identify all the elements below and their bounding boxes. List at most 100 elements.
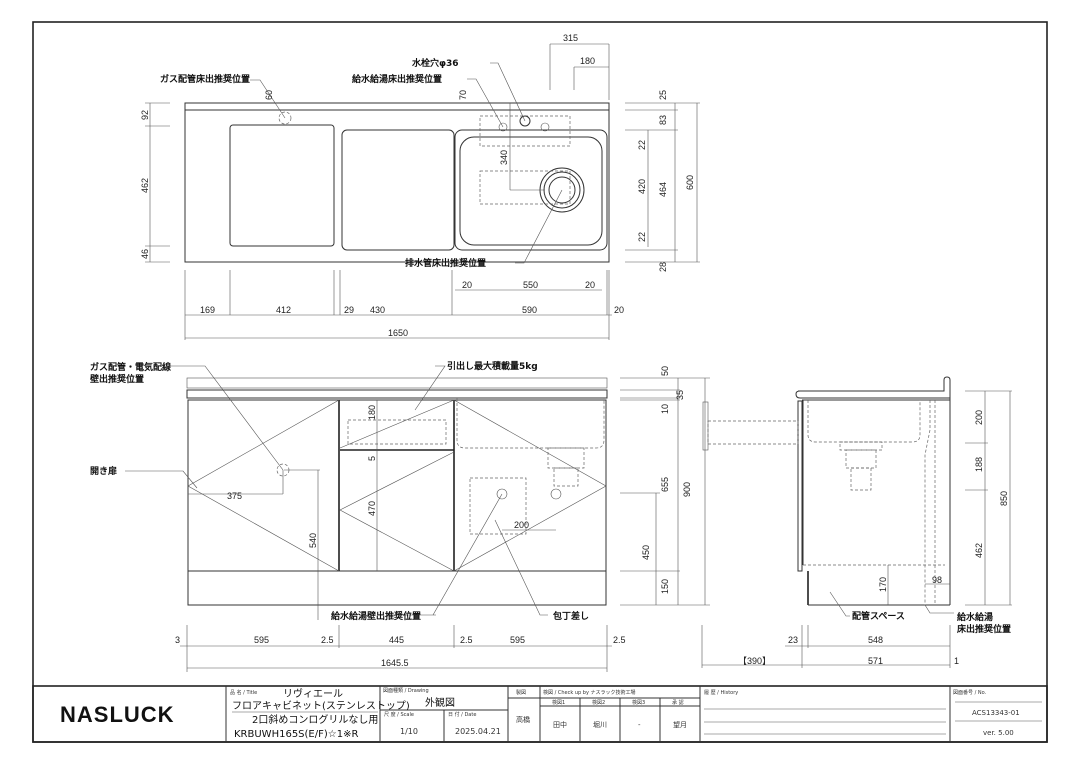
pipe-space-label: 配管スペース xyxy=(852,610,905,622)
dim-462: 462 xyxy=(140,178,150,193)
title-line-2: フロアキャビネット(ステンレストップ) xyxy=(232,700,410,712)
dim-25: 25 xyxy=(658,90,668,100)
dim-1: 1 xyxy=(954,656,959,666)
dim-180f: 180 xyxy=(367,405,377,420)
dim-50: 50 xyxy=(660,366,670,376)
side-view: 配管スペース 給水給湯 床出推奨位置 170 98 200 188 462 85… xyxy=(701,376,1012,668)
model-number: KRBUWH165S(E/F)☆1※R xyxy=(234,729,358,740)
drawer-inner xyxy=(347,419,447,445)
dim-46: 46 xyxy=(140,249,150,259)
dim-83: 83 xyxy=(658,115,668,125)
dim-420: 420 xyxy=(637,179,647,194)
dim-60: 60 xyxy=(264,90,274,100)
nasluck-logo: NASLUCK xyxy=(60,702,175,727)
no-label: 図面番号 / No. xyxy=(953,689,987,696)
dim-35: 35 xyxy=(675,390,685,400)
dim-390: 【390】 xyxy=(738,656,771,666)
top-view: ガス配管床出推奨位置 水栓穴φ36 給水給湯床出推奨位置 排水管床出推奨位置 3… xyxy=(140,33,700,340)
dim-5: 5 xyxy=(367,456,377,461)
dim-900: 900 xyxy=(682,482,692,497)
approve-label: 承 認 xyxy=(672,699,684,706)
dim-169: 169 xyxy=(200,305,215,315)
side-water-label-2: 床出推奨位置 xyxy=(957,623,1011,635)
check1-label: 検図1 xyxy=(552,699,565,706)
dim-150: 150 xyxy=(660,579,670,594)
dim-29: 29 xyxy=(344,305,354,315)
scale-value: 1/10 xyxy=(400,727,418,736)
sink-bowl xyxy=(459,136,603,246)
faucet-hole-icon xyxy=(519,115,531,127)
countertop-outline xyxy=(184,102,610,263)
door-label: 開き扉 xyxy=(90,465,117,477)
dim-655: 655 xyxy=(660,477,670,492)
date-value: 2025.04.21 xyxy=(455,727,501,736)
dim-200: 200 xyxy=(514,520,529,530)
drafter-label: 製図 xyxy=(516,689,526,696)
stove-opening xyxy=(229,124,335,247)
title-line-1: リヴィエール xyxy=(283,687,343,700)
dim-10: 10 xyxy=(660,404,670,414)
dim-550: 550 xyxy=(523,280,538,290)
drawer-load-label: 引出し最大積載量5kg xyxy=(447,360,538,372)
dim-595a: 595 xyxy=(254,635,269,645)
dim-450: 450 xyxy=(641,545,651,560)
dim-540: 540 xyxy=(308,533,318,548)
cabinet-body xyxy=(187,399,607,572)
dim-3: 3 xyxy=(175,635,180,645)
side-water-label: 給水給湯 xyxy=(957,611,993,623)
history-label: 履 歴 / History xyxy=(704,690,738,696)
dim-1650: 1650 xyxy=(388,328,408,338)
dim-70: 70 xyxy=(458,90,468,100)
dim-23: 23 xyxy=(788,635,798,645)
version: ver. 5.00 xyxy=(983,729,1014,737)
check3-label: 検図3 xyxy=(632,699,645,706)
dim-170: 170 xyxy=(878,577,888,592)
dim-2-5b: 2.5 xyxy=(460,635,473,645)
dim-188: 188 xyxy=(974,457,984,472)
dim-98: 98 xyxy=(932,575,942,585)
dim-2-5a: 2.5 xyxy=(321,635,334,645)
water-floor-label: 給水給湯床出推奨位置 xyxy=(352,73,442,85)
dim-20c: 20 xyxy=(614,305,624,315)
title-block: NASLUCK 品 名 / Title リヴィエール フロアキャビネット(ステン… xyxy=(32,685,1048,743)
dim-850: 850 xyxy=(999,491,1009,506)
pipe xyxy=(707,420,799,445)
dim-22b: 22 xyxy=(637,232,647,242)
dim-315: 315 xyxy=(563,33,578,43)
dim-600: 600 xyxy=(685,175,695,190)
dim-464: 464 xyxy=(658,182,668,197)
dim-430: 430 xyxy=(370,305,385,315)
dim-1645-5: 1645.5 xyxy=(381,658,409,668)
dim-92: 92 xyxy=(140,110,150,120)
dim-470: 470 xyxy=(367,501,377,516)
front-view: ガス配管・電気配線 壁出推奨位置 引出し最大積載量5kg 開き扉 給水給湯壁出推… xyxy=(90,360,710,672)
gas-elec-label-2: 壁出推奨位置 xyxy=(90,373,144,385)
water-wall-label: 給水給湯壁出推奨位置 xyxy=(331,610,421,622)
gas-floor-label: ガス配管床出推奨位置 xyxy=(160,73,250,85)
plinth xyxy=(187,570,607,606)
dim-375: 375 xyxy=(227,491,242,501)
title-line-3: 2口斜めコンログリルなし用 xyxy=(252,713,378,726)
drain-floor-label: 排水管床出推奨位置 xyxy=(405,257,486,269)
drawing-label: 図面種類 / Drawing xyxy=(383,687,429,694)
check2-label: 検図2 xyxy=(592,699,605,706)
dim-462s: 462 xyxy=(974,543,984,558)
dim-571: 571 xyxy=(868,656,883,666)
door-edge xyxy=(797,400,803,572)
dim-28: 28 xyxy=(658,262,668,272)
front-countertop xyxy=(186,389,608,399)
dim-412: 412 xyxy=(276,305,291,315)
knife-holder-label: 包丁差し xyxy=(552,610,589,622)
dim-22a: 22 xyxy=(637,140,647,150)
dim-590: 590 xyxy=(522,305,537,315)
dim-340: 340 xyxy=(499,150,509,165)
drawing-number: ACS13343-01 xyxy=(972,709,1020,717)
dim-2-5c: 2.5 xyxy=(613,635,626,645)
dim-20a: 20 xyxy=(462,280,472,290)
check1-value: 田中 xyxy=(553,720,567,729)
gas-elec-label: ガス配管・電気配線 xyxy=(90,361,171,373)
faucet-hole-label: 水栓穴φ36 xyxy=(412,57,459,69)
drawing-type: 外観図 xyxy=(425,696,455,709)
drafter-value: 高橋 xyxy=(516,715,530,724)
